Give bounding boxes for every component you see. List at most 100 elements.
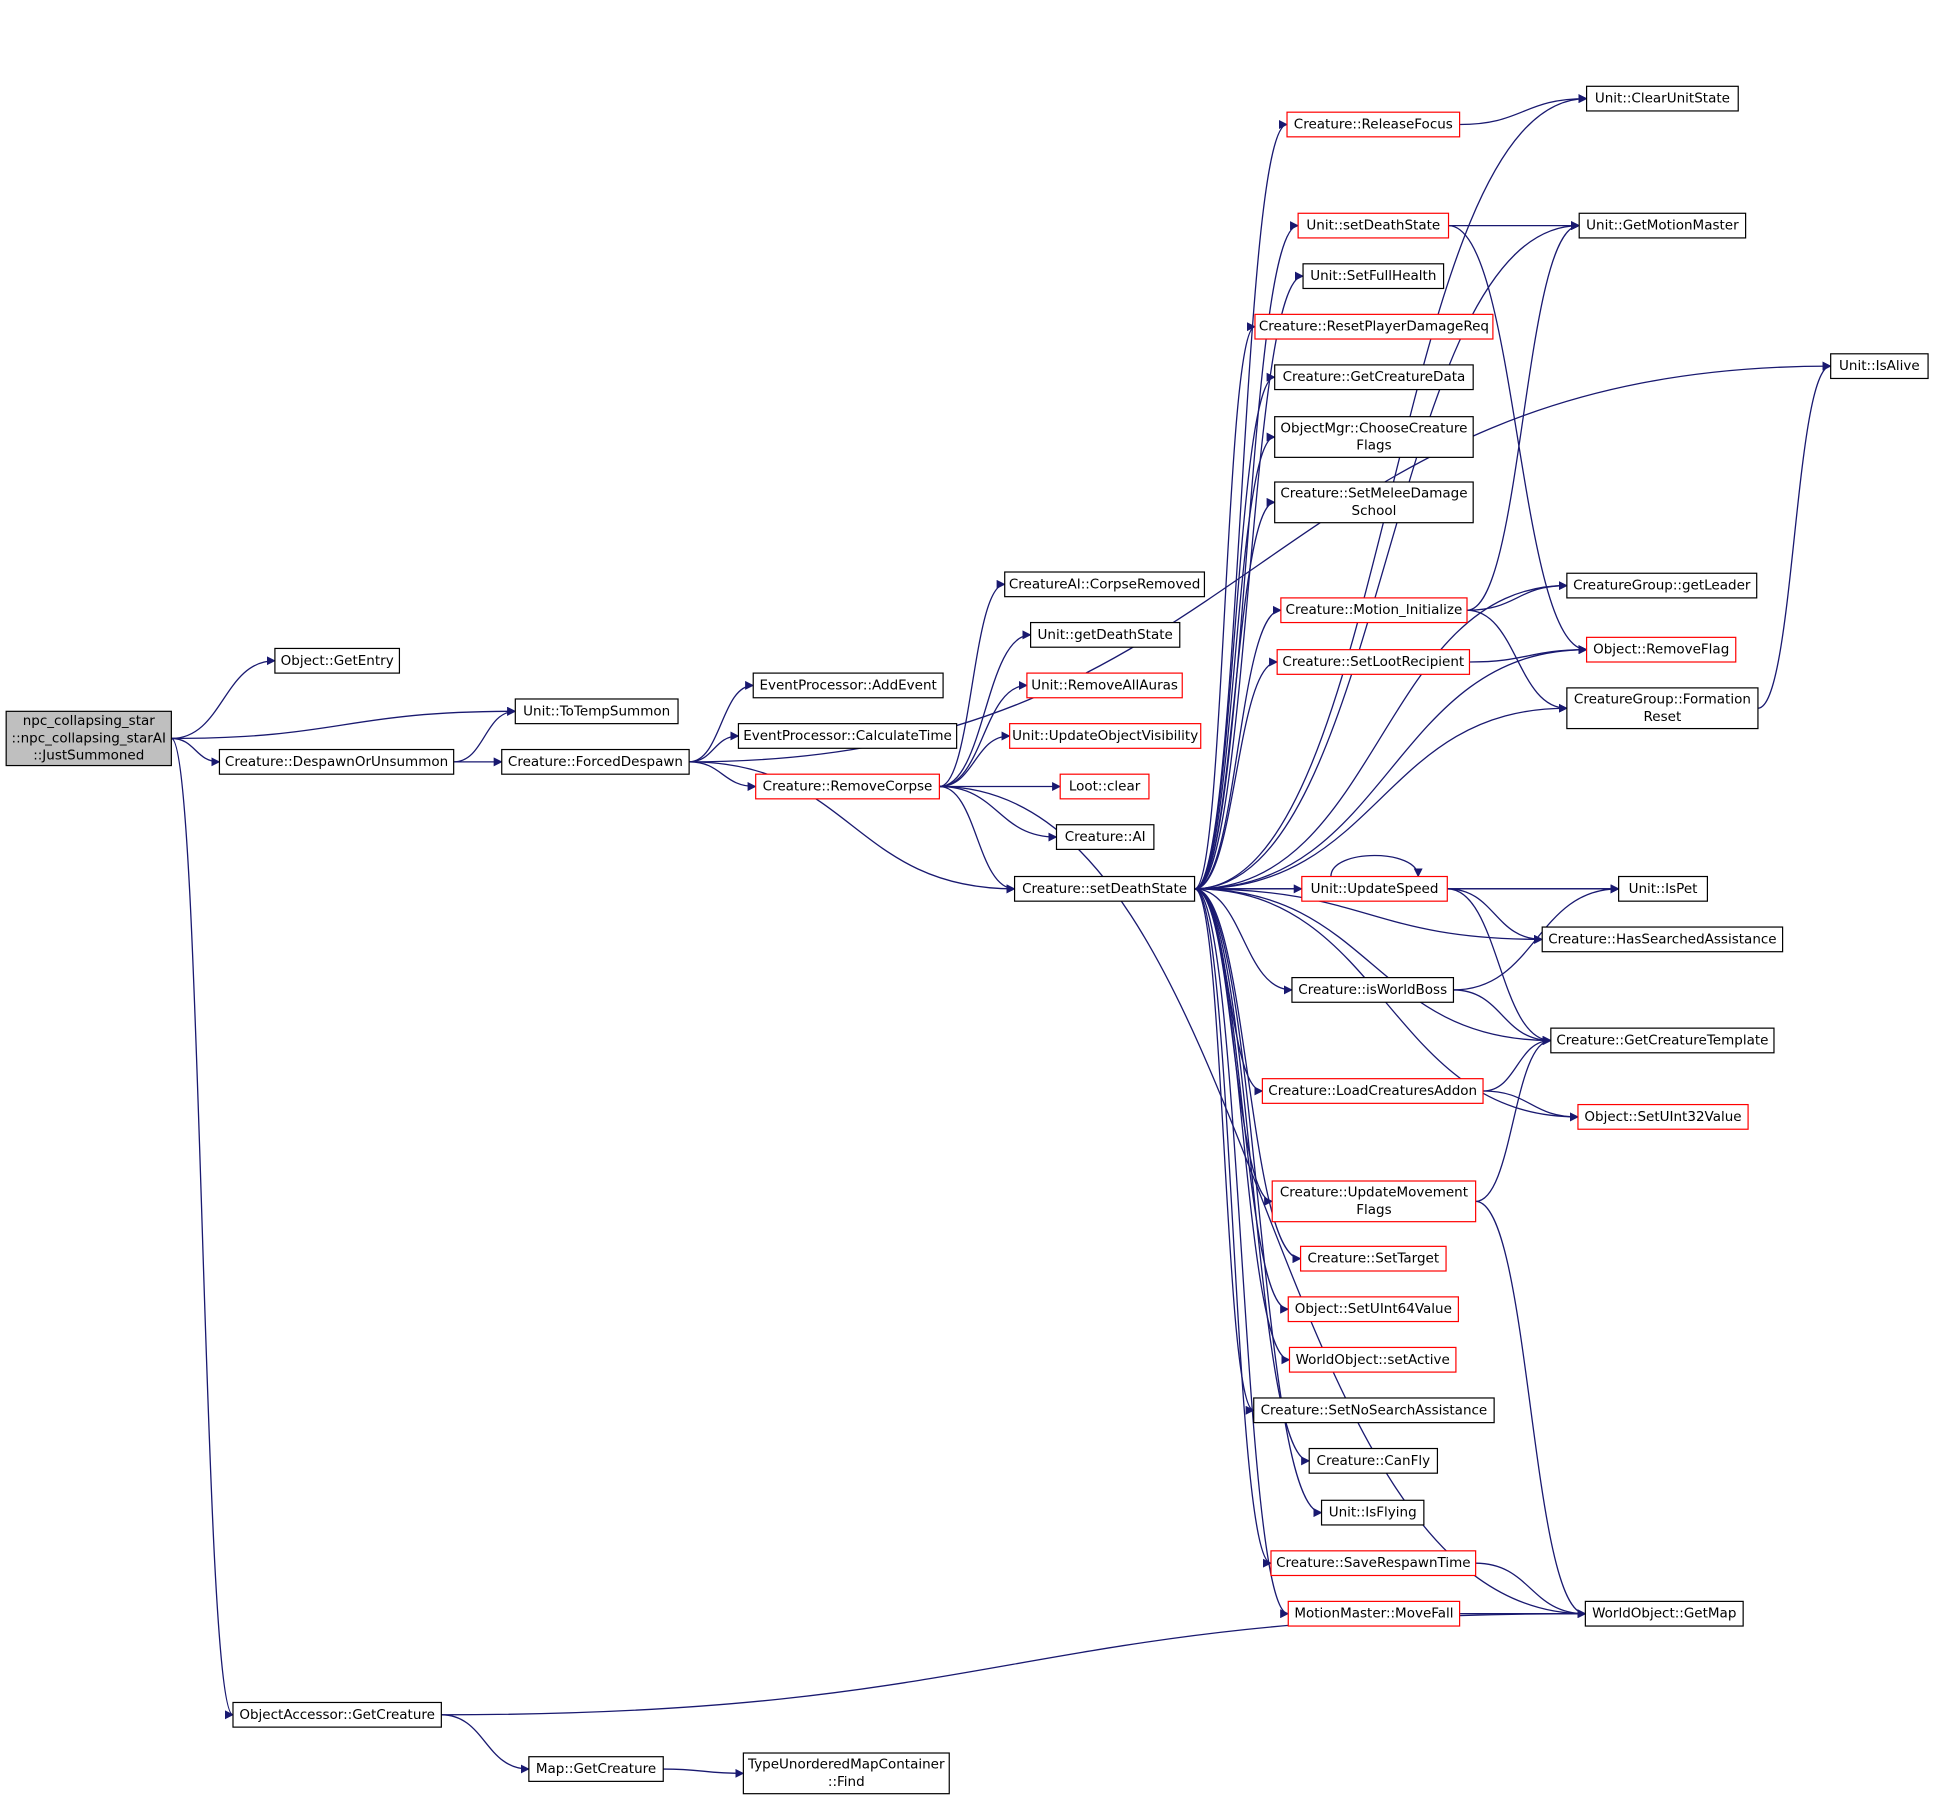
graph-node[interactable]: Unit::setDeathState	[1297, 212, 1450, 239]
graph-node[interactable]: Loot::clear	[1059, 773, 1150, 800]
graph-node[interactable]: Creature::ForcedDespawn	[501, 748, 690, 775]
node-box	[1059, 773, 1150, 800]
graph-node[interactable]: Creature::SetLootRecipient	[1276, 649, 1471, 675]
graph-node[interactable]: Unit::IsFlying	[1320, 1499, 1425, 1526]
graph-node[interactable]: Creature::GetCreatureTemplate	[1550, 1027, 1775, 1054]
node-box	[1274, 364, 1474, 391]
graph-node[interactable]: Object::GetEntry	[274, 647, 401, 674]
call-edge	[1757, 361, 1832, 709]
node-box	[1055, 824, 1155, 850]
graph-node[interactable]: Creature::ReleaseFocus	[1286, 111, 1461, 138]
call-edge	[1194, 657, 1279, 890]
node-box	[1274, 416, 1474, 458]
node-label: Creature::isWorldBoss	[1298, 982, 1447, 998]
graph-node[interactable]: WorldObject::GetMap	[1584, 1600, 1744, 1627]
node-box	[1541, 926, 1784, 953]
call-edge	[689, 761, 757, 792]
node-box	[514, 698, 679, 725]
graph-node[interactable]: EventProcessor::CalculateTime	[737, 723, 958, 749]
graph-node[interactable]: ObjectAccessor::GetCreature	[232, 1701, 442, 1728]
node-label: Unit::IsFlying	[1329, 1505, 1417, 1521]
graph-node[interactable]: Map::GetCreature	[528, 1756, 664, 1782]
node-box	[1004, 571, 1206, 598]
graph-node[interactable]: Object::SetUInt32Value	[1577, 1103, 1749, 1130]
graph-node[interactable]: Creature::SetNoSearchAssistance	[1253, 1397, 1495, 1424]
node-box	[1585, 85, 1739, 112]
graph-node[interactable]: WorldObject::setActive	[1288, 1346, 1457, 1373]
graph-node[interactable]: Unit::ClearUnitState	[1585, 85, 1739, 112]
node-label: Creature::ForcedDespawn	[508, 754, 683, 770]
graph-node[interactable]: Creature::CanFly	[1308, 1447, 1439, 1474]
graph-node[interactable]: Unit::UpdateObjectVisibility	[1009, 723, 1202, 749]
node-label: Creature::AI	[1065, 829, 1146, 845]
node-box	[528, 1756, 664, 1782]
graph-node[interactable]: Object::SetUInt64Value	[1287, 1296, 1459, 1323]
graph-node[interactable]: Creature::SetTarget	[1299, 1245, 1447, 1272]
node-label: Unit::IsAlive	[1839, 358, 1920, 374]
graph-node[interactable]: TypeUnorderedMapContainer::Find	[742, 1752, 950, 1795]
graph-node[interactable]: Unit::UpdateSpeed	[1301, 875, 1448, 902]
node-label: Creature::SetMeleeDamage	[1280, 486, 1467, 502]
graph-node[interactable]: Creature::setDeathState	[1013, 875, 1196, 902]
graph-node[interactable]: Unit::getDeathState	[1030, 621, 1181, 648]
node-label: Object::SetUInt32Value	[1584, 1109, 1741, 1125]
node-box	[1286, 111, 1461, 138]
graph-node[interactable]: EventProcessor::AddEvent	[752, 672, 944, 699]
call-edge	[1194, 120, 1288, 890]
call-edge	[1475, 1562, 1587, 1619]
node-box	[752, 672, 944, 699]
node-label: CreatureAI::CorpseRemoved	[1009, 576, 1200, 592]
node-box	[1830, 353, 1929, 380]
graph-node[interactable]: CreatureGroup::getLeader	[1566, 572, 1758, 599]
node-box	[1301, 875, 1448, 902]
graph-node[interactable]: Unit::RemoveAllAuras	[1026, 672, 1183, 699]
graph-node[interactable]: Creature::LoadCreaturesAddon	[1261, 1078, 1484, 1104]
node-box	[1271, 1180, 1477, 1223]
graph-node[interactable]: Unit::SetFullHealth	[1302, 263, 1445, 290]
call-edge	[1459, 94, 1588, 126]
graph-node[interactable]: Unit::IsAlive	[1830, 353, 1929, 380]
graph-node[interactable]: MotionMaster::MoveFall	[1287, 1600, 1461, 1627]
node-box	[1578, 212, 1747, 239]
graph-node[interactable]: Creature::Motion_Initialize	[1280, 597, 1468, 624]
graph-node[interactable]: Creature::GetCreatureData	[1274, 364, 1474, 391]
call-edge	[939, 630, 1032, 788]
graph-node[interactable]: Creature::SaveRespawnTime	[1270, 1550, 1477, 1577]
node-box	[1308, 1447, 1439, 1474]
node-box	[1299, 1245, 1447, 1272]
call-edge	[939, 785, 1587, 1619]
graph-node[interactable]: Creature::HasSearchedAssistance	[1541, 926, 1784, 953]
node-label: CreatureGroup::Formation	[1574, 692, 1751, 708]
node-label: Object::RemoveFlag	[1593, 642, 1729, 658]
graph-node[interactable]: Unit::IsPet	[1618, 875, 1709, 902]
graph-node[interactable]: Creature::DespawnOrUnsummon	[218, 748, 455, 775]
node-box	[1288, 1346, 1457, 1373]
node-layer: npc_collapsing_star::npc_collapsing_star…	[5, 85, 1929, 1795]
call-edge	[171, 737, 221, 767]
graph-node[interactable]: Creature::ResetPlayerDamageReq	[1254, 313, 1494, 340]
node-box	[1291, 976, 1455, 1003]
graph-node[interactable]: CreatureAI::CorpseRemoved	[1004, 571, 1206, 598]
graph-node[interactable]: Creature::isWorldBoss	[1291, 976, 1455, 1003]
graph-node[interactable]: Object::RemoveFlag	[1585, 636, 1737, 663]
graph-node[interactable]: Creature::AI	[1055, 824, 1155, 850]
node-label: EventProcessor::AddEvent	[759, 677, 936, 693]
graph-node[interactable]: npc_collapsing_star::npc_collapsing_star…	[5, 710, 172, 767]
call-edge	[1194, 888, 1323, 1518]
call-edge	[1194, 888, 1311, 1466]
node-box	[1276, 649, 1471, 675]
graph-node[interactable]: Creature::RemoveCorpse	[755, 773, 940, 800]
graph-node[interactable]: Unit::ToTempSummon	[514, 698, 679, 725]
node-label: EventProcessor::CalculateTime	[743, 728, 952, 744]
node-box	[501, 748, 690, 775]
call-edge	[1483, 1090, 1579, 1122]
node-label: Unit::UpdateObjectVisibility	[1012, 728, 1198, 744]
call-edge	[1194, 888, 1290, 1619]
graph-node[interactable]: Unit::GetMotionMaster	[1578, 212, 1747, 239]
node-label: Creature::UpdateMovement	[1280, 1185, 1468, 1201]
